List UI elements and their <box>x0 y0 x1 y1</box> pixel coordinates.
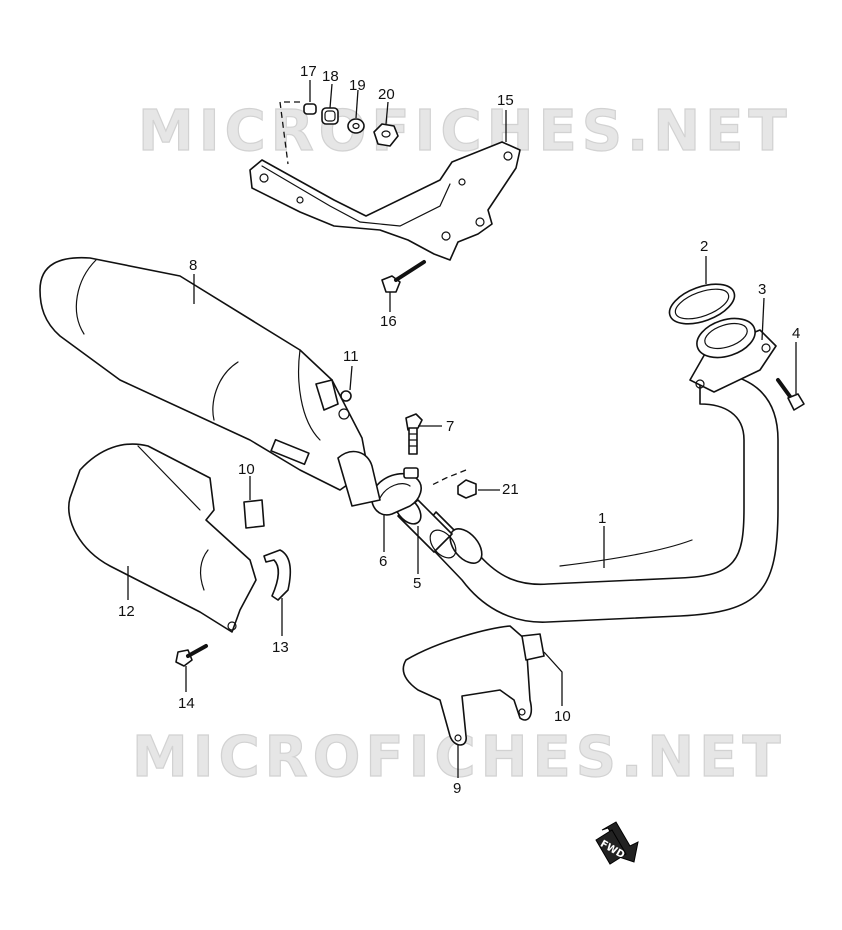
fwd-arrow-icon: FWD <box>595 821 639 865</box>
callout-6: 6 <box>379 553 387 570</box>
pad-part-10b <box>521 633 545 661</box>
leader-lines <box>127 80 797 778</box>
callout-8: 8 <box>189 257 197 274</box>
heat-shield-part-12 <box>68 443 257 633</box>
bracket-part-15 <box>249 141 521 261</box>
callout-5: 5 <box>413 575 421 592</box>
callout-7: 7 <box>446 418 454 435</box>
nut-part-21 <box>457 479 477 499</box>
callout-15: 15 <box>497 92 514 109</box>
bolt-part-7 <box>405 413 423 455</box>
callout-4: 4 <box>792 325 800 342</box>
muffler-part-8 <box>39 256 381 507</box>
clamp-part-6 <box>370 467 422 516</box>
callout-13: 13 <box>272 639 289 656</box>
washer-part-19 <box>347 118 365 134</box>
callout-12: 12 <box>118 603 135 620</box>
callout-3: 3 <box>758 281 766 298</box>
callout-labels: 1 2 3 4 5 6 7 8 9 10 10 11 12 13 14 15 1… <box>118 63 800 797</box>
bolt-part-16 <box>381 260 426 293</box>
callout-10b: 10 <box>554 708 571 725</box>
callout-19: 19 <box>349 77 366 94</box>
callout-2: 2 <box>700 238 708 255</box>
callout-14: 14 <box>178 695 195 712</box>
callout-18: 18 <box>322 68 339 85</box>
grommet-part-18 <box>321 107 339 125</box>
callout-11: 11 <box>343 348 359 365</box>
bolt-part-11 <box>340 390 352 402</box>
collar-part-17 <box>303 103 317 115</box>
callout-16: 16 <box>380 313 397 330</box>
band-part-13 <box>263 549 292 601</box>
rubber-part-20 <box>373 123 399 147</box>
callout-20: 20 <box>378 86 395 103</box>
flange-part-3 <box>689 317 777 393</box>
callout-1: 1 <box>598 510 606 527</box>
callout-10a: 10 <box>238 461 255 478</box>
stud-bolt-part-4 <box>776 378 805 411</box>
callout-17: 17 <box>300 63 317 80</box>
callout-21: 21 <box>502 481 519 498</box>
heat-shield-part-9 <box>402 625 533 746</box>
pad-part-10a <box>243 499 265 529</box>
gasket-part-2 <box>668 283 736 325</box>
watermark-top: MICROFICHES.NET <box>138 99 792 164</box>
exhaust-pipe-part-1 <box>417 371 779 623</box>
callout-9: 9 <box>453 780 461 797</box>
bolt-part-14 <box>175 644 208 667</box>
